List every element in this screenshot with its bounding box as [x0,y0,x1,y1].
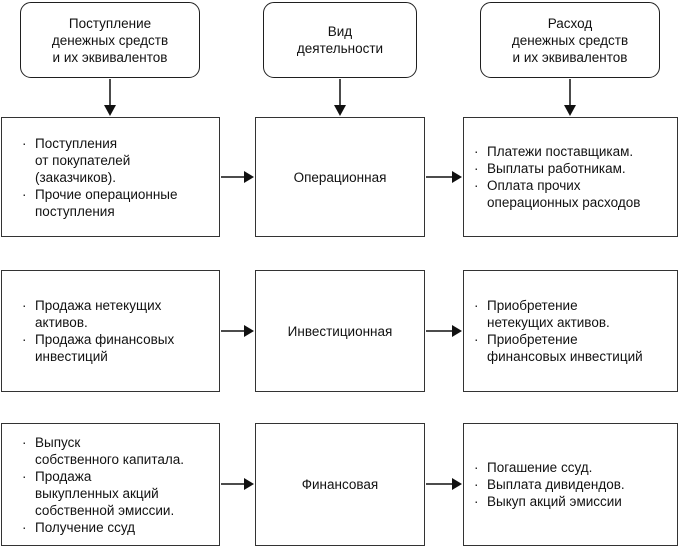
activity-label: Операционная [293,169,387,185]
activity-box-investing: Инвестиционная [255,270,425,392]
arrow-right-outflow-operating [426,171,462,183]
bullet-item: · Продажа нетекущих активов. [22,297,174,331]
inflow-list-financing: · Выпуск собственного капитала. · Продажа … [2,434,188,536]
header-activity-label: Вид деятельности [296,24,384,56]
bullet-icon: · [22,468,27,484]
activity-label: Финансовая [301,477,379,492]
bullet-text: Приобретение нетекущих активов. [487,298,610,330]
bullet-item: · Выплаты работникам. [474,160,640,177]
bullet-item: · Погашение ссуд. [474,459,625,476]
bullet-item: · Продажа финансовых инвестиций [22,331,174,365]
bullet-text: Получение ссуд [35,519,136,535]
bullet-icon: · [474,332,479,347]
bullet-text: Продажа финансовых инвестиций [35,332,175,364]
bullet-text: Приобретение финансовых инвестиций [487,332,643,364]
bullet-text: Выплата дивидендов. [487,477,625,492]
outflow-box-investing: · Приобретение нетекущих активов. · Приобр… [463,270,678,392]
inflow-box-operating: · Поступления от покупателей (заказчиков)… [1,117,220,237]
bullet-item: · Получение ссуд [22,519,184,536]
arrow-right-inflow-financing [221,478,254,490]
outflow-box-operating: · Платежи поставщикам. · Выплаты работника… [463,117,678,237]
bullet-icon: · [474,298,479,313]
bullet-text: Продажа выкупленных акций собственной эм… [35,468,175,518]
arrow-right-outflow-investing [426,325,462,337]
bullet-icon: · [22,519,27,535]
activity-box-operating: Операционная [255,117,425,237]
bullet-icon: · [474,161,479,176]
bullet-text: Выплаты работникам. [487,161,626,176]
bullet-text: Продажа нетекущих активов. [35,298,162,330]
header-box-inflow: Поступление денежных средств и их эквива… [20,2,200,78]
activity-label: Инвестиционная [287,323,393,339]
bullet-icon: · [22,135,27,151]
bullet-icon: · [474,494,479,509]
bullet-item: · Приобретение финансовых инвестиций [474,331,643,365]
bullet-icon: · [474,144,479,159]
bullet-icon: · [22,332,27,347]
bullet-icon: · [474,460,479,475]
header-box-outflow: Расход денежных средств и их эквиваленто… [480,2,660,78]
bullet-text: Поступления от покупателей (заказчиков). [35,135,131,185]
bullet-item: · Приобретение нетекущих активов. [474,297,643,331]
arrow-right-inflow-investing [221,325,254,337]
arrow-down-inflow [104,79,116,116]
outflow-list-investing: · Приобретение нетекущих активов. · Приобр… [464,297,647,365]
outflow-list-financing: · Погашение ссуд. · Выплата дивидендов. · В… [464,459,629,510]
bullet-text: Прочие операционные поступления [35,186,178,219]
bullet-icon: · [22,434,27,450]
bullet-item: · Поступления от покупателей (заказчиков)… [22,135,178,186]
bullet-icon: · [474,178,479,193]
activity-box-financing: Финансовая [255,423,425,546]
arrow-down-outflow [564,79,576,116]
bullet-text: Платежи поставщикам. [487,144,634,159]
bullet-item: · Выплата дивидендов. [474,476,625,493]
outflow-list-operating: · Платежи поставщикам. · Выплаты работника… [464,143,644,211]
arrow-down-activity [334,79,346,116]
header-outflow-label: Расход денежных средств и их эквиваленто… [511,15,629,65]
bullet-text: Оплата прочих операционных расходов [487,178,641,210]
arrow-right-outflow-financing [426,478,462,490]
bullet-item: · Платежи поставщикам. [474,143,640,160]
inflow-box-financing: · Выпуск собственного капитала. · Продажа … [1,423,220,546]
inflow-list-investing: · Продажа нетекущих активов. · Продажа фин… [2,297,178,365]
bullet-icon: · [22,298,27,313]
bullet-icon: · [474,477,479,492]
arrow-right-inflow-operating [221,171,254,183]
bullet-item: · Продажа выкупленных акций собственной э… [22,468,184,519]
bullet-text: Выкуп акций эмиссии [487,494,622,509]
bullet-item: · Прочие операционные поступления [22,186,178,220]
bullet-icon: · [22,186,27,202]
bullet-item: · Выкуп акций эмиссии [474,493,625,510]
bullet-item: · Выпуск собственного капитала. [22,434,184,468]
bullet-text: Выпуск собственного капитала. [35,434,184,467]
inflow-list-operating: · Поступления от покупателей (заказчиков)… [2,135,182,220]
header-box-activity: Вид деятельности [263,2,417,78]
outflow-box-financing: · Погашение ссуд. · Выплата дивидендов. · В… [463,423,678,546]
bullet-item: · Оплата прочих операционных расходов [474,177,640,211]
bullet-text: Погашение ссуд. [487,460,593,475]
inflow-box-investing: · Продажа нетекущих активов. · Продажа фин… [1,270,220,392]
header-inflow-label: Поступление денежных средств и их эквива… [51,15,169,65]
